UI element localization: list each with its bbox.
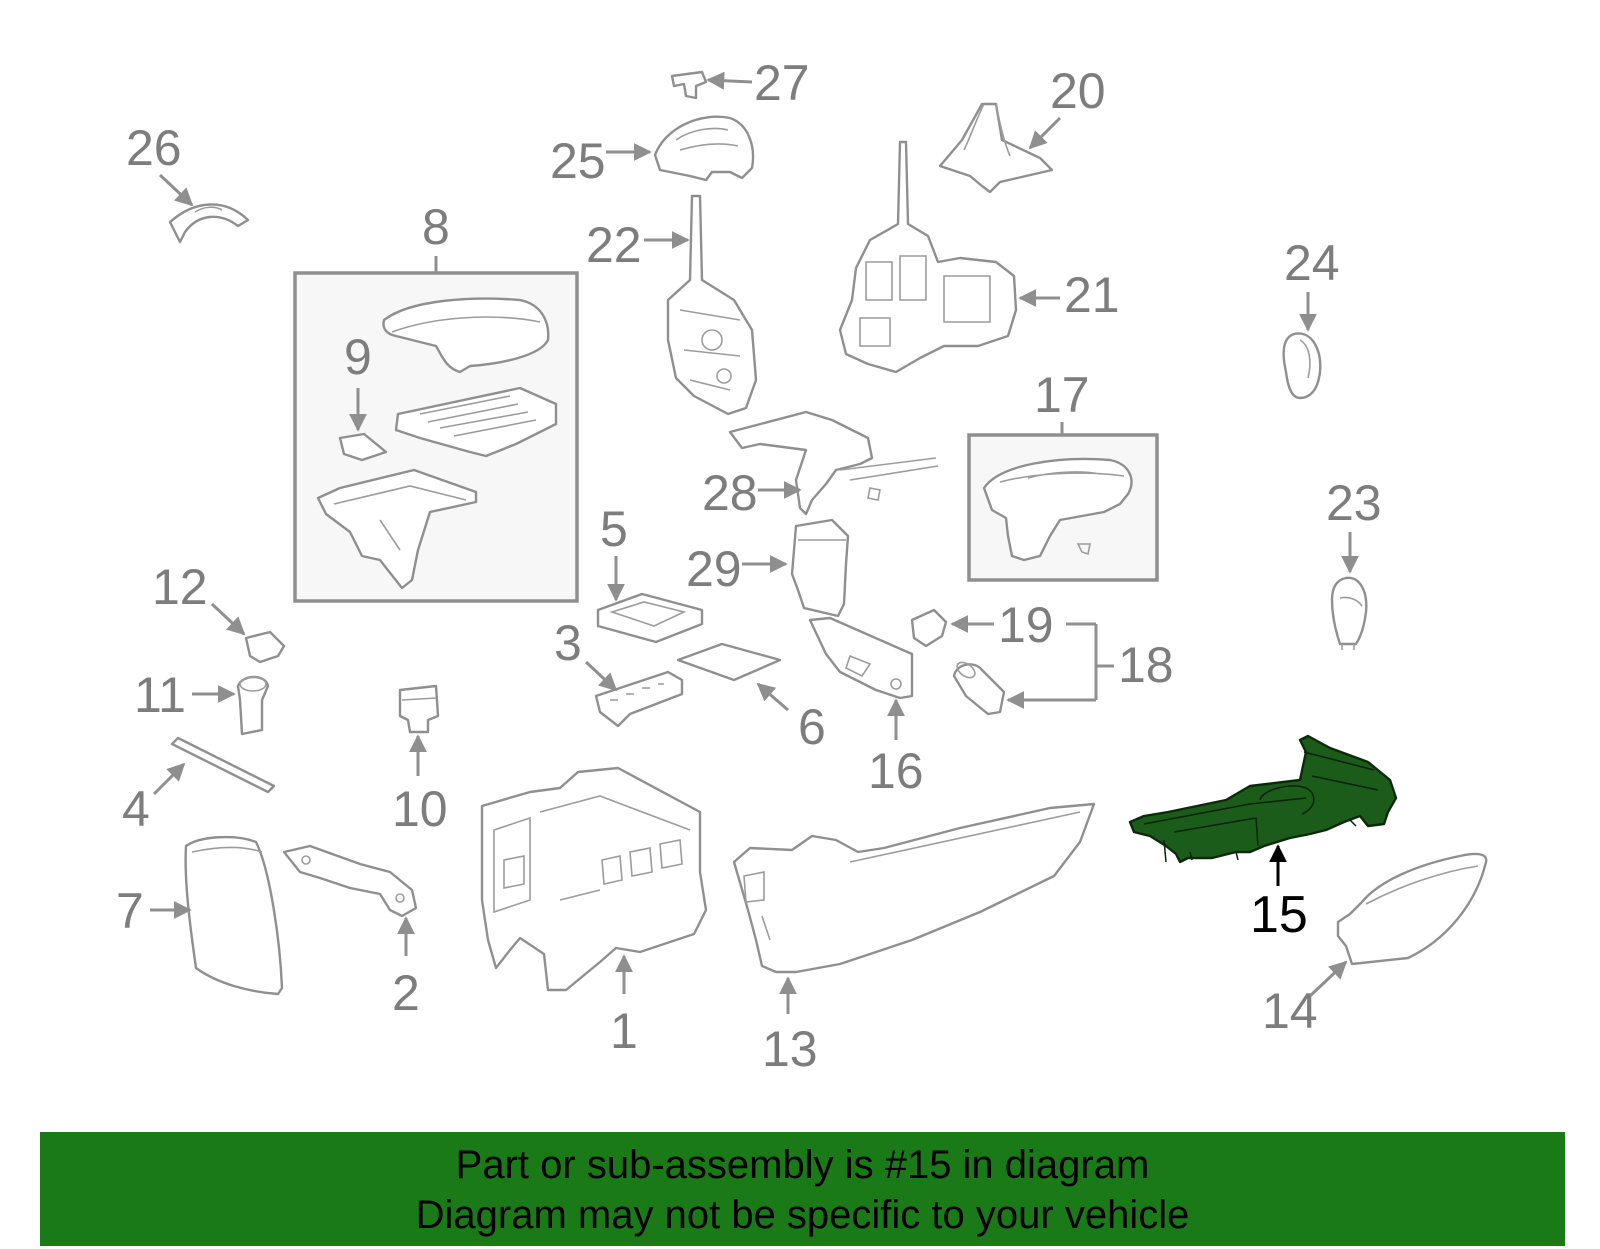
svg-text:3: 3 — [554, 615, 582, 671]
svg-text:20: 20 — [1050, 63, 1106, 119]
part-7-side-panel[interactable] — [184, 835, 284, 996]
svg-text:2: 2 — [392, 965, 420, 1021]
part-27-clip[interactable] — [670, 70, 708, 100]
callout-19: 19 — [950, 597, 1054, 653]
callout-8: 8 — [422, 199, 450, 272]
svg-text:15: 15 — [1250, 886, 1308, 944]
svg-text:17: 17 — [1034, 367, 1090, 423]
svg-text:16: 16 — [868, 743, 924, 799]
callout-4: 4 — [122, 762, 186, 837]
callout-14: 14 — [1262, 960, 1348, 1039]
svg-text:10: 10 — [392, 781, 448, 837]
part-1-console-base[interactable] — [480, 766, 708, 992]
part-5-bezel[interactable] — [596, 592, 704, 644]
svg-text:8: 8 — [422, 199, 450, 255]
callout-15: 15 — [1250, 844, 1308, 944]
svg-text:6: 6 — [798, 699, 826, 755]
callout-10: 10 — [392, 734, 448, 837]
part-2-bracket[interactable] — [282, 844, 418, 918]
part-26-trim-piece[interactable] — [168, 203, 250, 244]
svg-text:4: 4 — [122, 781, 150, 837]
part-4-rod[interactable] — [170, 736, 276, 794]
part-3-holder[interactable] — [594, 670, 684, 728]
callout-5: 5 — [600, 501, 628, 602]
part-14-side-panel[interactable] — [1336, 852, 1488, 966]
svg-text:27: 27 — [754, 55, 810, 111]
callout-18: 18 — [1006, 622, 1174, 709]
svg-text:14: 14 — [1262, 983, 1318, 1039]
svg-text:19: 19 — [998, 597, 1054, 653]
callout-2: 2 — [392, 916, 420, 1021]
svg-text:26: 26 — [126, 120, 182, 176]
callout-13: 13 — [762, 976, 818, 1077]
svg-text:28: 28 — [702, 465, 758, 521]
callout-17: 17 — [1034, 367, 1090, 434]
svg-text:13: 13 — [762, 1021, 818, 1077]
callout-16: 16 — [868, 698, 924, 799]
svg-text:23: 23 — [1326, 475, 1382, 531]
banner-line-2: Diagram may not be specific to your vehi… — [415, 1193, 1190, 1237]
part-24-shift-knob[interactable] — [1282, 332, 1322, 400]
svg-text:9: 9 — [344, 329, 372, 385]
callout-7: 7 — [116, 883, 192, 939]
part-11-power-socket[interactable] — [236, 675, 270, 736]
part-29-holder[interactable] — [790, 518, 850, 618]
svg-text:25: 25 — [550, 133, 606, 189]
part-28-bracket[interactable] — [728, 410, 939, 516]
part-18-socket[interactable] — [952, 659, 1006, 716]
callout-21: 21 — [1018, 267, 1120, 323]
callout-11: 11 — [134, 667, 236, 723]
part-10-switch[interactable] — [398, 684, 440, 734]
svg-text:7: 7 — [116, 883, 144, 939]
svg-text:21: 21 — [1064, 267, 1120, 323]
svg-text:12: 12 — [152, 559, 208, 615]
callout-3: 3 — [554, 615, 618, 692]
callout-12: 12 — [152, 559, 246, 636]
svg-text:29: 29 — [686, 541, 742, 597]
part-17-cup-holder-assembly[interactable] — [967, 433, 1159, 582]
svg-text:22: 22 — [586, 217, 642, 273]
callout-28: 28 — [702, 465, 802, 521]
part-13-console-side-panel[interactable] — [732, 802, 1096, 974]
callout-20: 20 — [1028, 63, 1106, 150]
callout-26: 26 — [126, 120, 194, 207]
callout-9: 9 — [344, 329, 372, 432]
part-20-shift-boot[interactable] — [938, 102, 1054, 194]
part-22-shift-lever[interactable] — [666, 194, 758, 416]
part-16-panel[interactable] — [808, 616, 914, 700]
part-12-clip[interactable] — [244, 630, 286, 664]
part-19-cap[interactable] — [910, 608, 948, 648]
svg-text:1: 1 — [610, 1003, 638, 1059]
svg-text:5: 5 — [600, 501, 628, 557]
svg-text:11: 11 — [134, 667, 186, 723]
part-15-console-tray[interactable] — [1128, 734, 1398, 864]
callout-25: 25 — [550, 133, 652, 189]
info-banner: Part or sub-assembly is #15 in diagram D… — [40, 1132, 1565, 1246]
callout-1: 1 — [610, 954, 638, 1059]
parts-diagram: 26 27 25 20 22 21 — [116, 55, 1488, 1077]
part-25-shift-cover[interactable] — [653, 115, 755, 182]
callout-23: 23 — [1326, 475, 1382, 574]
callout-27: 27 — [706, 55, 810, 111]
banner-line-1: Part or sub-assembly is #15 in diagram — [455, 1143, 1150, 1187]
callout-6: 6 — [756, 682, 826, 755]
part-8-armrest-assembly[interactable] — [293, 271, 579, 603]
part-6-mat[interactable] — [676, 642, 782, 682]
callout-24: 24 — [1284, 235, 1340, 332]
callout-29: 29 — [686, 541, 788, 597]
svg-text:24: 24 — [1284, 235, 1340, 291]
part-21-shifter-assembly[interactable] — [838, 140, 1018, 374]
svg-text:18: 18 — [1118, 637, 1174, 693]
part-23-shift-knob[interactable] — [1330, 576, 1368, 650]
callout-22: 22 — [586, 217, 690, 273]
